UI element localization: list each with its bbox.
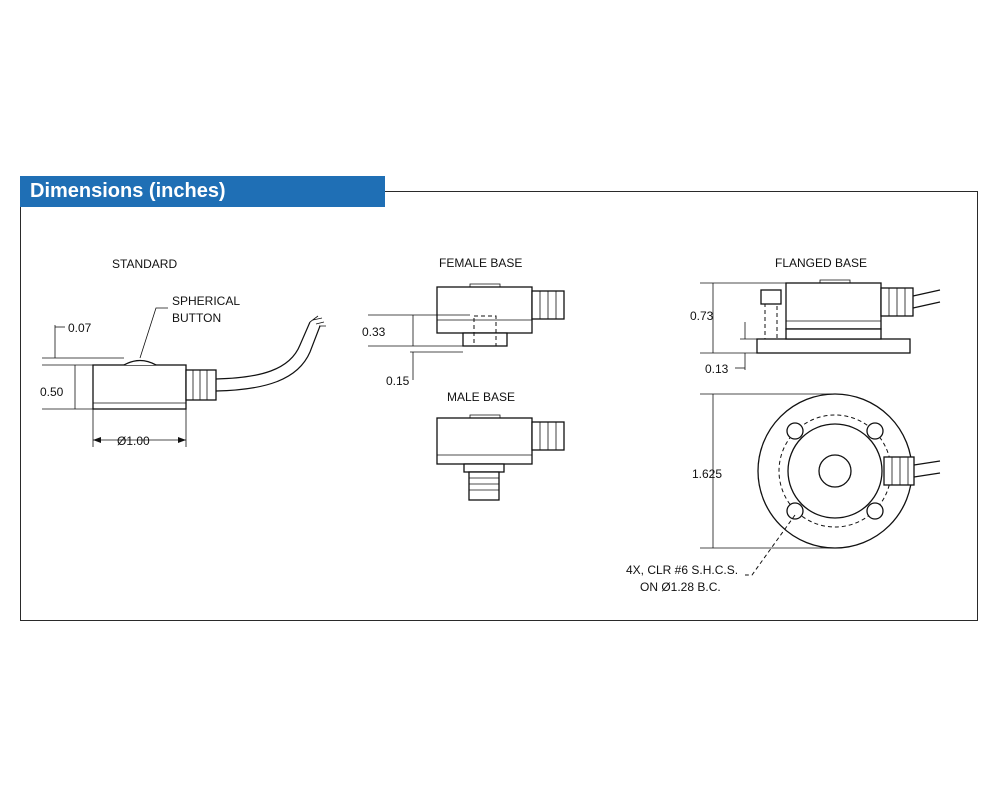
dim-female-height: 0.33 (362, 325, 386, 339)
bolt-note-1: 4X, CLR #6 S.H.C.S. (626, 563, 738, 577)
standard-view: STANDARD SPHERICAL BUTTON 0.07 0.50 (40, 257, 326, 448)
flanged-top-view: 1.625 4X, CLR #6 S.H.C.S. ON Ø1.28 B.C. (626, 393, 941, 594)
female-thread-hidden (473, 315, 497, 347)
dim-body-height: 0.50 (40, 385, 64, 399)
female-base-view: FEMALE BASE 0.33 0.15 (362, 256, 565, 388)
spherical-label-1: SPHERICAL (172, 294, 240, 308)
diagram-frame (20, 191, 978, 621)
standard-connector (185, 369, 217, 401)
standard-body (92, 364, 187, 410)
spherical-button (123, 359, 157, 366)
flanged-body (785, 282, 882, 330)
dim-female-base: 0.15 (386, 374, 410, 388)
bolt-note-2: ON Ø1.28 B.C. (640, 580, 721, 594)
dim-flanged-height: 0.73 (690, 309, 714, 323)
male-stud (468, 471, 500, 501)
dim-flange-thickness: 0.13 (705, 362, 729, 376)
center-button (818, 454, 852, 488)
screw-head (760, 289, 782, 305)
section-title: Dimensions (inches) (20, 176, 385, 207)
standard-cable (215, 321, 311, 380)
standard-title: STANDARD (112, 257, 177, 271)
flange (756, 338, 911, 354)
dim-standard-diameter: Ø1.00 (117, 434, 150, 448)
bolt-hole-4 (866, 502, 884, 520)
bolt-hole-3 (786, 502, 804, 520)
flanged-title: FLANGED BASE (775, 256, 867, 270)
dim-button-height: 0.07 (68, 321, 92, 335)
male-title: MALE BASE (447, 390, 515, 404)
top-connector (883, 456, 915, 486)
spherical-label-2: BUTTON (172, 311, 221, 325)
dim-flange-diameter: 1.625 (692, 467, 722, 481)
bolt-hole-2 (866, 422, 884, 440)
female-title: FEMALE BASE (439, 256, 522, 270)
female-body (436, 286, 533, 334)
bolt-hole-1 (786, 422, 804, 440)
flanged-side-view: FLANGED BASE 0.73 0.13 (690, 256, 941, 376)
male-body (436, 417, 533, 465)
male-base-view: MALE BASE (436, 390, 565, 501)
